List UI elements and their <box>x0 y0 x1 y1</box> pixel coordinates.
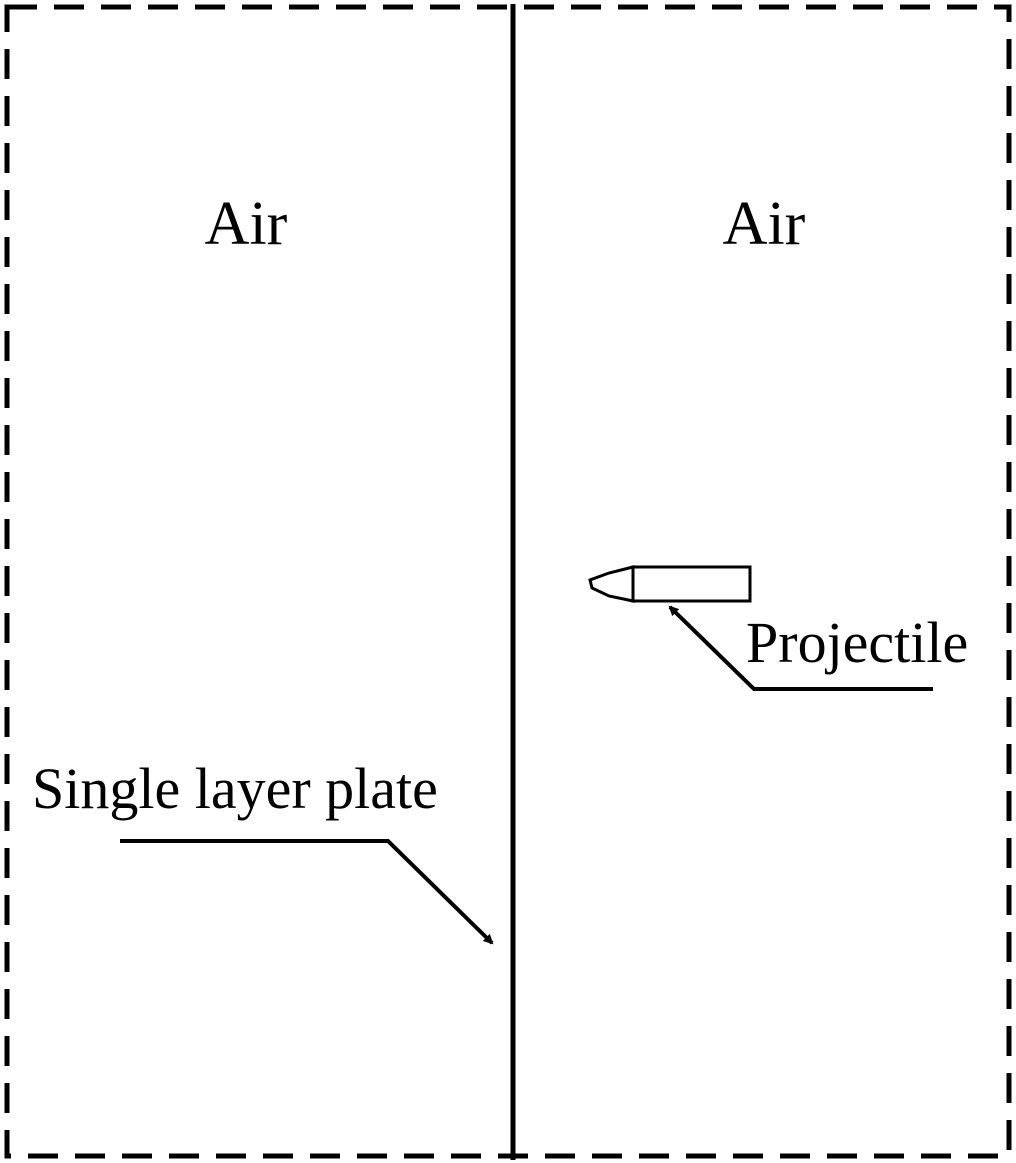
projectile-nose <box>588 565 635 603</box>
projectile-body <box>631 565 752 603</box>
right-region-label: Air <box>723 190 806 258</box>
projectile-leader-line <box>668 605 933 691</box>
projectile-label: Projectile <box>746 610 968 675</box>
projectile <box>588 565 752 603</box>
plate-leader-line <box>120 839 494 945</box>
left-region-label: Air <box>205 190 288 258</box>
plate-label: Single layer plate <box>32 756 438 821</box>
domain-boundary <box>4 4 1012 1159</box>
